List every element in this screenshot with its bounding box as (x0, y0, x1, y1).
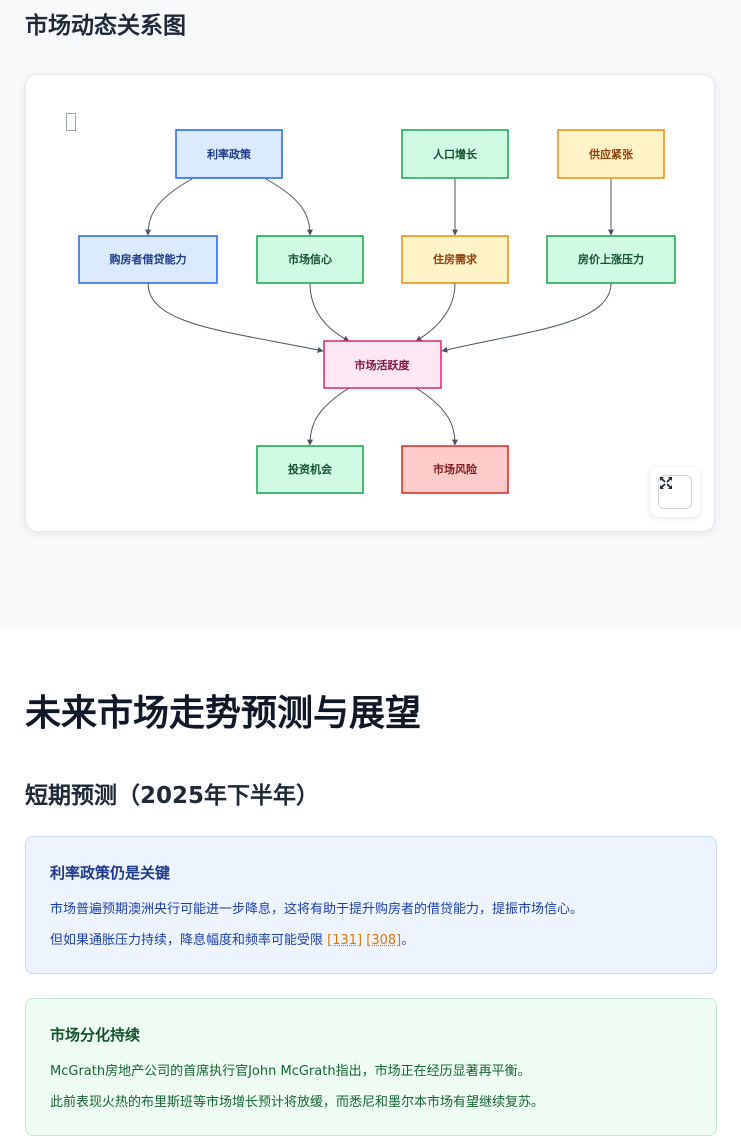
section-title: 市场动态关系图 (25, 13, 186, 39)
edge-rate-to-borrowing (145, 178, 193, 236)
edge-rate-to-confidence (265, 178, 313, 236)
short-term-heading: 短期预测（2025年下半年） (25, 783, 320, 809)
expand-button[interactable] (650, 467, 700, 517)
card-text-end: 。 (401, 933, 415, 948)
card-text-with-citations: 但如果通胀压力持续，降息幅度和频率可能受限 [131] [308]。 (50, 930, 692, 951)
card-text: 市场普遍预期澳洲央行可能进一步降息，这将有助于提升购房者的借贷能力，提振市场信心… (50, 902, 584, 917)
node-supply-label: 供应紧张 (588, 147, 634, 161)
expand-button-frame[interactable] (658, 475, 692, 509)
node-borrowing: 购房者借贷能力 (78, 235, 218, 284)
node-confidence: 市场信心 (256, 235, 364, 284)
node-rate-policy: 利率政策 (175, 129, 283, 179)
node-population: 人口增长 (401, 129, 509, 179)
card-text: 此前表现火热的布里斯班等市场增长预计将放缓，而悉尼和墨尔本市场有望继续复苏。 (50, 1095, 545, 1110)
edge-activity-to-opportunity (307, 387, 350, 446)
node-borrowing-label: 购房者借贷能力 (110, 252, 187, 266)
node-confidence-label: 市场信心 (288, 252, 332, 266)
card-title: 利率政策仍是关键 (50, 864, 171, 882)
relationship-diagram: 利率政策 人口增长 供应紧张 购房者借贷能力 市场信心 住房需求 (78, 129, 676, 494)
card-text-segment: 但如果通胀压力持续，降息幅度和频率可能受限 (50, 933, 328, 948)
placeholder-glyph-icon (66, 113, 76, 131)
node-demand: 住房需求 (401, 235, 509, 284)
expand-icon (660, 477, 672, 489)
card-text: McGrath房地产公司的首席执行官John McGrath指出，市场正在经历显… (50, 1064, 531, 1079)
edge-borrowing-to-activity (147, 282, 324, 353)
edge-price-to-activity (441, 282, 612, 353)
node-risk: 市场风险 (401, 445, 509, 494)
node-opportunity-label: 投资机会 (288, 462, 333, 476)
diagram-section: 市场动态关系图 利率政策 (25, 13, 715, 532)
node-supply: 供应紧张 (557, 129, 665, 179)
edge-activity-to-risk (415, 387, 458, 446)
node-market-activity: 市场活跃度 (323, 340, 442, 389)
prediction-card-market-divergence: 市场分化持续 McGrath房地产公司的首席执行官John McGrath指出，… (25, 998, 717, 1136)
edge-confidence-to-activity (309, 282, 350, 342)
node-demand-label: 住房需求 (433, 252, 478, 266)
node-population-label: 人口增长 (433, 147, 478, 161)
node-risk-label: 市场风险 (433, 462, 478, 476)
node-market-activity-label: 市场活跃度 (355, 358, 411, 372)
citation-link-308[interactable]: [308] (366, 933, 402, 948)
citation-link-131[interactable]: [131] (327, 933, 363, 948)
card-title: 市场分化持续 (50, 1026, 141, 1044)
prediction-card-rate-policy: 利率政策仍是关键 市场普遍预期澳洲央行可能进一步降息，这将有助于提升购房者的借贷… (25, 836, 717, 974)
node-rate-policy-label: 利率政策 (207, 147, 252, 161)
node-price-pressure: 房价上涨压力 (546, 235, 676, 284)
edge-demand-to-activity (415, 282, 456, 342)
diagram-card: 利率政策 人口增长 供应紧张 购房者借贷能力 市场信心 住房需求 (25, 74, 715, 532)
node-opportunity: 投资机会 (256, 445, 364, 494)
main-heading: 未来市场走势预测与展望 (25, 692, 422, 734)
node-price-pressure-label: 房价上涨压力 (578, 252, 644, 266)
